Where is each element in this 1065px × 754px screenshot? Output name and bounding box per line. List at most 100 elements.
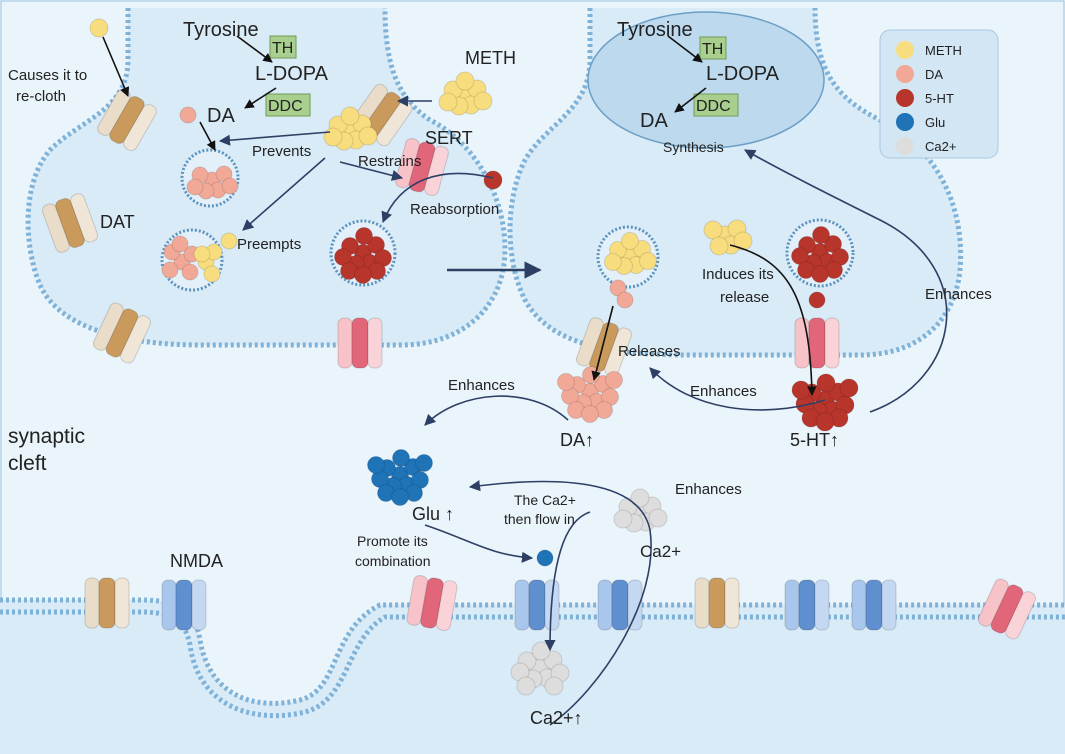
nmda-protein bbox=[161, 579, 207, 631]
dat-protein bbox=[97, 89, 157, 151]
calcium-particle bbox=[630, 488, 650, 508]
da-particle bbox=[221, 177, 239, 195]
promote-label-line1: Promote its bbox=[357, 533, 428, 549]
restrains-label: Restrains bbox=[358, 153, 421, 170]
ddc-right-label: DDC bbox=[696, 98, 731, 115]
legend-swatch-glu bbox=[896, 113, 914, 131]
causes-recloth-label-line1: Causes it to bbox=[8, 67, 87, 84]
tyrosine-right-label: Tyrosine bbox=[617, 19, 693, 41]
ddc-box-right bbox=[693, 93, 739, 117]
reabsorption-label: Reabsorption bbox=[410, 201, 499, 218]
th-left-label: TH bbox=[272, 40, 293, 57]
legend-swatch-meth bbox=[896, 41, 914, 59]
meth-particle bbox=[438, 92, 458, 112]
glutamate-particle bbox=[367, 456, 385, 474]
sert-protein bbox=[406, 575, 458, 631]
ddc-left-label: DDC bbox=[268, 98, 303, 115]
da-up-label: DA↑ bbox=[560, 430, 594, 450]
da-particle bbox=[171, 235, 189, 253]
glu-up-label: Glu ↑ bbox=[412, 504, 454, 524]
legend-label-meth: METH bbox=[925, 43, 962, 58]
glutamate-particle bbox=[392, 449, 410, 467]
meth-label: METH bbox=[465, 48, 516, 68]
serotonin-particle bbox=[808, 291, 826, 309]
ca-up-label: Ca2+↑ bbox=[530, 708, 583, 728]
enhances-right-loop-label: Enhances bbox=[925, 286, 992, 303]
dat-protein bbox=[92, 302, 152, 364]
serotonin-particle bbox=[791, 380, 811, 400]
da-particle bbox=[605, 371, 623, 389]
preempts-label: Preempts bbox=[237, 236, 301, 253]
meth-particle bbox=[455, 71, 475, 91]
serotonin-particle bbox=[816, 373, 836, 393]
da-particle bbox=[181, 263, 199, 281]
synaptic-cleft-label-line1: synaptic bbox=[8, 425, 85, 448]
glutamate-particle bbox=[536, 549, 554, 567]
meth-particle bbox=[323, 127, 343, 147]
serotonin-particle bbox=[811, 265, 829, 283]
sert-protein bbox=[977, 578, 1037, 640]
legend-label-5ht: 5-HT bbox=[925, 91, 954, 106]
ldopa-left-label: L-DOPA bbox=[255, 63, 329, 85]
synthesis-region bbox=[587, 11, 825, 149]
dat-protein bbox=[84, 577, 130, 629]
calcium-particle bbox=[648, 508, 668, 528]
prevents-label: Prevents bbox=[252, 143, 311, 160]
serotonin-particle bbox=[354, 266, 372, 284]
legend-swatch-5ht bbox=[896, 89, 914, 107]
synthesis-label: Synthesis bbox=[663, 139, 724, 155]
meth-particle bbox=[709, 236, 729, 256]
legend: METH DA 5-HT Glu Ca2+ bbox=[879, 29, 999, 159]
legend-swatch-ca bbox=[896, 137, 914, 155]
induces-release-label-line1: Induces its bbox=[702, 266, 774, 283]
ddc-box-left bbox=[265, 93, 311, 117]
nmda-protein bbox=[784, 579, 830, 631]
legend-label-glu: Glu bbox=[925, 115, 945, 130]
da-particle bbox=[609, 279, 627, 297]
da-particle bbox=[161, 261, 179, 279]
th-right-label: TH bbox=[702, 41, 723, 58]
serotonin-particle bbox=[355, 227, 373, 245]
5ht-up-label: 5-HT↑ bbox=[790, 430, 839, 450]
meth-particle bbox=[220, 232, 238, 250]
nmda-protein bbox=[851, 579, 897, 631]
serotonin-particle bbox=[815, 412, 835, 432]
meth-particle bbox=[604, 253, 622, 271]
serotonin-particle bbox=[839, 378, 859, 398]
induces-release-label-line2: release bbox=[720, 289, 769, 306]
causes-recloth-label-line2: re-cloth bbox=[16, 88, 66, 105]
particles bbox=[89, 18, 859, 696]
th-box-left bbox=[269, 35, 297, 59]
da-right-label: DA bbox=[640, 110, 668, 132]
tyrosine-left-label: Tyrosine bbox=[183, 19, 259, 41]
meth-particle bbox=[639, 252, 657, 270]
serotonin-particle bbox=[812, 226, 830, 244]
calcium-particle bbox=[613, 509, 633, 529]
dat-protein bbox=[694, 577, 740, 629]
da-left-label: DA bbox=[207, 105, 235, 127]
legend-label-ca: Ca2+ bbox=[925, 139, 956, 154]
serotonin-particle bbox=[483, 170, 503, 190]
calcium-particle bbox=[516, 676, 536, 696]
da-particle bbox=[179, 106, 197, 124]
legend-label-da: DA bbox=[925, 67, 943, 82]
da-particle bbox=[557, 373, 575, 391]
nmda-protein bbox=[597, 579, 643, 631]
enhances-ca-label: Enhances bbox=[675, 481, 742, 498]
meth-particle bbox=[89, 18, 109, 38]
th-box-right bbox=[699, 36, 727, 60]
ldopa-right-label: L-DOPA bbox=[706, 63, 780, 85]
sert-protein bbox=[794, 317, 840, 369]
membrane-proteins bbox=[41, 83, 1037, 640]
meth-particle bbox=[358, 126, 378, 146]
meth-particle bbox=[733, 231, 753, 251]
meth-particle bbox=[193, 245, 211, 263]
releases-label: Releases bbox=[618, 343, 681, 360]
calcium-particle bbox=[544, 676, 564, 696]
meth-particle bbox=[703, 220, 723, 240]
glutamate-particle bbox=[391, 488, 409, 506]
arrows bbox=[102, 35, 948, 726]
sert-protein bbox=[337, 317, 383, 369]
ca-flow-label-line1: The Ca2+ bbox=[514, 492, 576, 508]
